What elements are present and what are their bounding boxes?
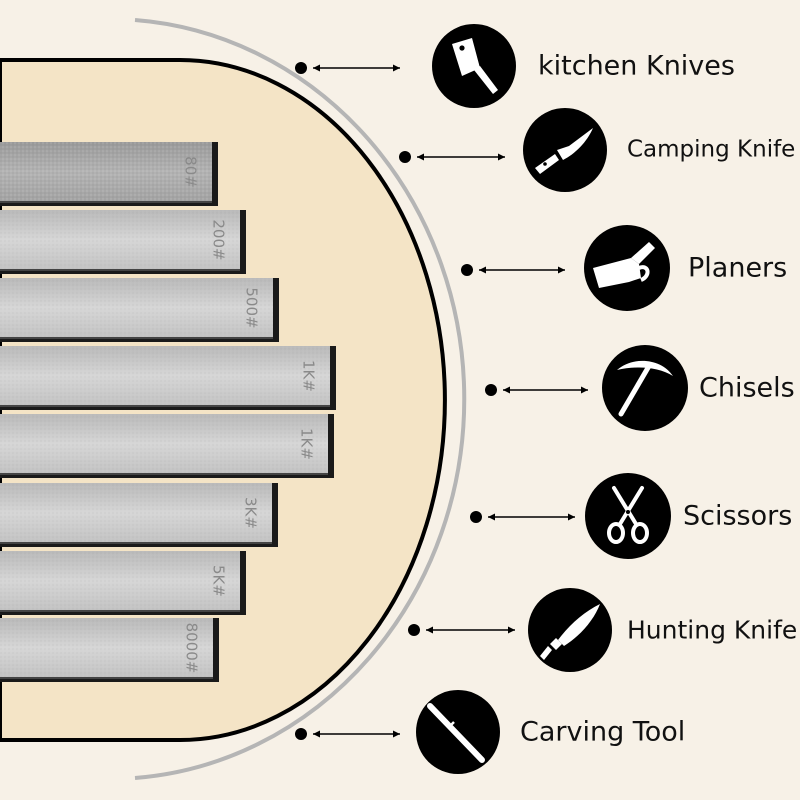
grit-label: 3K#: [242, 497, 260, 529]
grit-label: 1K#: [298, 428, 316, 460]
tool-label: Hunting Knife: [627, 615, 798, 645]
sharpening-stone: 200#: [0, 210, 246, 274]
connector-dot: [470, 511, 482, 523]
connector-line: [485, 384, 588, 396]
carving-tool-icon: [416, 690, 500, 774]
sharpening-stone: 500#: [0, 278, 279, 342]
connector-line: [399, 151, 505, 163]
tool-label: Scissors: [683, 500, 793, 532]
sharpening-stone: 1K#: [0, 346, 336, 410]
connector-line: [461, 264, 565, 276]
connector-line: [408, 624, 515, 636]
sharpening-stone: 8000#: [0, 618, 219, 682]
grit-label: 1K#: [300, 360, 318, 392]
connector-line: [295, 62, 400, 74]
tool-label: Chisels: [699, 372, 795, 404]
connector-dot: [295, 62, 307, 74]
camping-knife-icon: [523, 108, 607, 192]
sharpening-stone: 1K#: [0, 414, 334, 478]
cleaver-icon: [432, 24, 516, 108]
sharpening-stone: 80#: [0, 142, 218, 206]
scissors-icon: [585, 473, 671, 559]
connector-dot: [408, 624, 420, 636]
connector-dot: [461, 264, 473, 276]
sharpening-stone: 5K#: [0, 551, 246, 615]
tool-label: kitchen Knives: [538, 50, 735, 82]
tool-label: Carving Tool: [520, 716, 686, 748]
grit-label: 8000#: [183, 623, 201, 674]
pickaxe-icon: [602, 345, 688, 431]
tool-label: Camping Knife: [627, 136, 796, 163]
grey-arc: [134, 18, 467, 780]
tool-label: Planers: [688, 252, 788, 284]
connector-dot: [485, 384, 497, 396]
sharpening-stone: 3K#: [0, 483, 278, 547]
grit-label: 80#: [182, 156, 200, 188]
grit-label: 500#: [243, 287, 261, 328]
connector-dot: [399, 151, 411, 163]
grit-label: 200#: [210, 219, 228, 260]
connector-line: [470, 511, 575, 523]
grit-label: 5K#: [210, 565, 228, 597]
planer-icon: [584, 225, 670, 311]
connector-dot: [295, 728, 307, 740]
hunting-knife-icon: [528, 588, 612, 672]
connector-line: [295, 728, 400, 740]
